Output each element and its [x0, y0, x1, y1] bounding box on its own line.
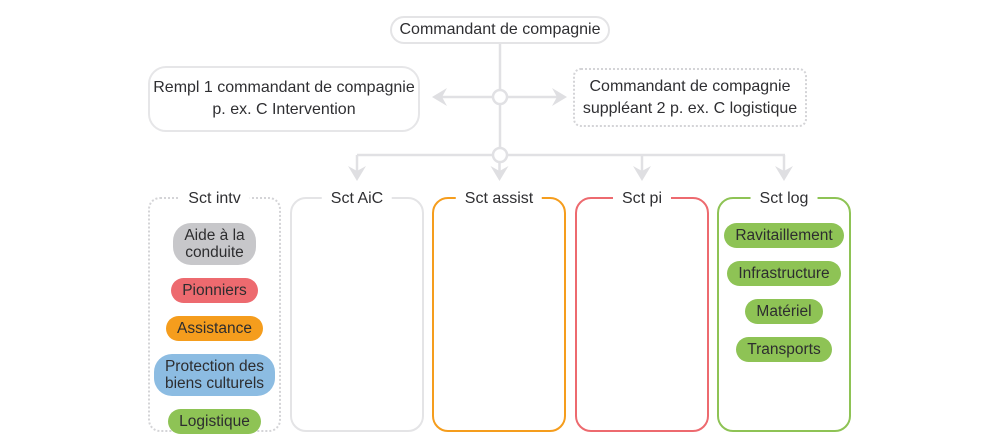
- arrow-down-icon: [633, 166, 651, 181]
- node-deputy-2: Commandant de compagnie suppléant 2 p. e…: [573, 68, 807, 127]
- section-sct-aic-label: Sct AiC: [321, 188, 393, 209]
- section-sct-pi-label: Sct pi: [612, 188, 672, 209]
- section-sct-log-pills: Ravitaillement Infrastructure Matériel T…: [719, 199, 849, 362]
- arrow-down-icon: [348, 166, 366, 181]
- junction-circle: [491, 88, 509, 106]
- unit-pill-pionniers: Pionniers: [171, 278, 258, 303]
- arrow-left-icon: [432, 88, 447, 106]
- section-sct-aic: Sct AiC: [290, 188, 424, 432]
- unit-pill-protection-biens-culturels: Protection des biens culturels: [153, 354, 276, 396]
- junction-circle: [491, 146, 509, 164]
- section-sct-log-label: Sct log: [750, 188, 818, 209]
- unit-pill-transports: Transports: [736, 337, 832, 362]
- node-deputy-1: Rempl 1 commandant de compagnie p. ex. C…: [148, 66, 420, 132]
- unit-pill-aide-conduite: Aide à la conduite: [173, 223, 256, 265]
- unit-pill-logistique: Logistique: [168, 409, 261, 434]
- section-sct-intv: Sct intv Aide à la conduite Pionniers As…: [148, 188, 281, 434]
- section-sct-assist-label: Sct assist: [455, 188, 543, 209]
- unit-pill-infrastructure: Infrastructure: [727, 261, 841, 286]
- arrow-down-icon: [490, 166, 509, 181]
- node-deputy-2-line1: Commandant de compagnie: [589, 78, 791, 95]
- unit-pill-ravitaillement: Ravitaillement: [724, 223, 844, 248]
- unit-pill-assistance: Assistance: [166, 316, 263, 341]
- arrow-right-icon: [552, 88, 567, 106]
- node-company-commander-label: Commandant de compagnie: [399, 21, 601, 38]
- section-sct-log: Sct log Ravitaillement Infrastructure Ma…: [717, 188, 851, 432]
- arrow-down-icon: [775, 166, 793, 181]
- section-sct-assist: Sct assist: [432, 188, 566, 432]
- section-sct-pi: Sct pi: [575, 188, 709, 432]
- node-deputy-1-line1: Rempl 1 commandant de compagnie: [153, 79, 415, 96]
- unit-pill-materiel: Matériel: [745, 299, 823, 324]
- node-deputy-1-line2: p. ex. C Intervention: [212, 101, 356, 118]
- node-company-commander: Commandant de compagnie: [390, 16, 610, 44]
- section-sct-intv-pills: Aide à la conduite Pionniers Assistance …: [150, 199, 279, 434]
- section-sct-intv-label: Sct intv: [179, 188, 250, 209]
- node-deputy-2-line2: suppléant 2 p. ex. C logistique: [582, 100, 798, 117]
